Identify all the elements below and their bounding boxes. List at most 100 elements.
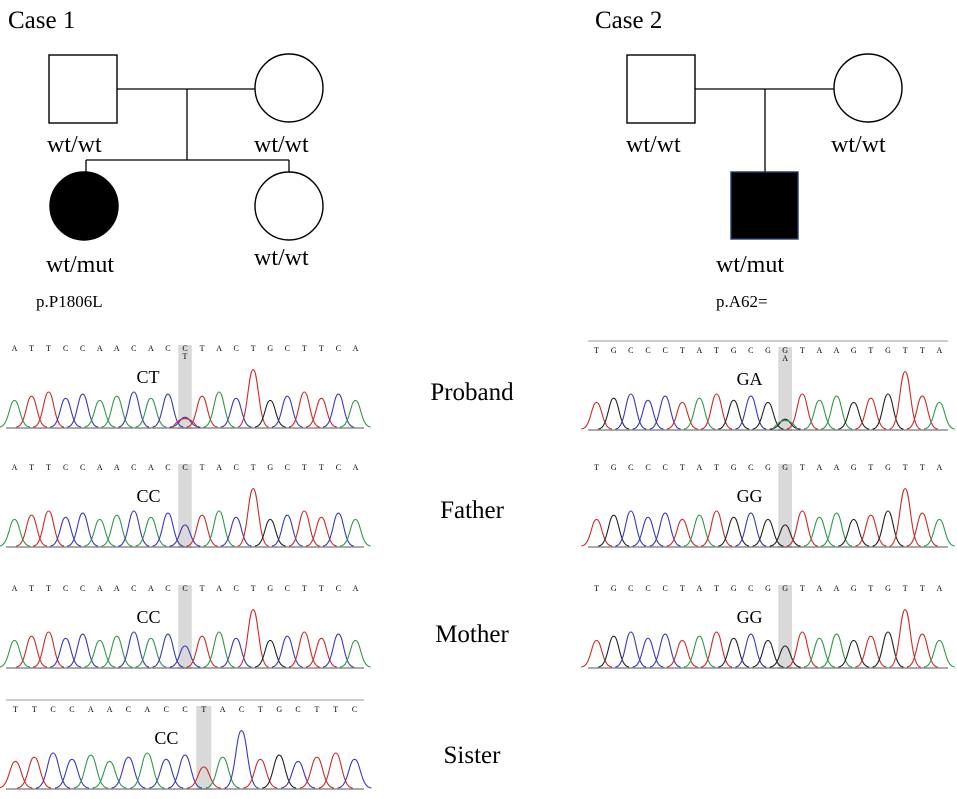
trace-peak xyxy=(152,393,184,428)
base-letter: G xyxy=(276,705,282,714)
trace-peak xyxy=(54,758,90,789)
trace-peak xyxy=(872,393,904,430)
base-letter: C xyxy=(50,705,55,714)
base-letter: C xyxy=(285,463,290,472)
trace-peak xyxy=(615,393,647,430)
base-letter: A xyxy=(817,584,823,593)
base-letter: T xyxy=(714,584,719,593)
base-letter: A xyxy=(937,584,943,593)
trace-peak xyxy=(271,395,303,428)
trace-peak xyxy=(769,524,801,547)
trace-peak xyxy=(683,635,716,668)
trace-peak xyxy=(339,518,371,547)
base-letter: G xyxy=(851,584,857,593)
base-letter: G xyxy=(851,346,857,355)
base-letter: T xyxy=(302,584,307,593)
base-letter: A xyxy=(12,344,18,353)
base-letter: C xyxy=(80,584,85,593)
case1-proband-symbol xyxy=(49,171,119,241)
base-letter: C xyxy=(165,344,170,353)
trace-peak xyxy=(855,397,887,430)
base-letter: T xyxy=(868,346,873,355)
trace-peak xyxy=(718,399,750,430)
base-letter: C xyxy=(131,463,136,472)
base-letter: A xyxy=(12,584,18,593)
trace-peak xyxy=(649,512,681,547)
trace-peak xyxy=(16,514,48,547)
variant-position-highlight xyxy=(778,464,792,548)
base-letter: A xyxy=(216,344,222,353)
base-letter: A xyxy=(937,346,943,355)
base-letter: A xyxy=(834,346,840,355)
trace-peak xyxy=(322,633,354,668)
variant-position-highlight xyxy=(178,345,192,429)
base-letter: T xyxy=(594,463,599,472)
trace-peak xyxy=(322,393,354,428)
trace-peak xyxy=(769,645,801,668)
trace-peak xyxy=(67,393,99,428)
base-letter: C xyxy=(645,584,650,593)
base-letter: C xyxy=(748,346,753,355)
base-letter: T xyxy=(29,584,34,593)
trace-peak xyxy=(220,637,252,668)
trace-peak xyxy=(203,631,235,668)
trace-peak xyxy=(152,633,184,668)
base-letter: C xyxy=(80,463,85,472)
trace-peaks xyxy=(580,609,956,668)
trace-peak xyxy=(615,631,647,668)
trace-peak xyxy=(167,754,203,789)
trace-peak xyxy=(152,512,184,547)
trace-peak xyxy=(73,754,108,789)
base-letter: T xyxy=(29,463,34,472)
base-letter: A xyxy=(144,705,150,714)
base-letter: T xyxy=(868,463,873,472)
base-letter: G xyxy=(611,346,617,355)
trace-peak xyxy=(769,418,801,430)
base-letter: G xyxy=(611,463,617,472)
trace-peak xyxy=(203,510,235,547)
trace-peak xyxy=(288,631,320,668)
base-letter: A xyxy=(97,344,103,353)
trace-peaks xyxy=(0,730,372,789)
base-letter: C xyxy=(748,584,753,593)
base-letter: C xyxy=(182,705,187,714)
trace-peak xyxy=(615,510,647,547)
base-letter: T xyxy=(13,705,18,714)
base-letter: T xyxy=(920,584,925,593)
trace-peak xyxy=(855,635,887,668)
trace-peak xyxy=(67,633,99,668)
base-letter: C xyxy=(165,463,170,472)
trace-peak xyxy=(149,758,184,789)
base-letter: G xyxy=(611,584,617,593)
trace-peak xyxy=(889,371,921,430)
base-letter: T xyxy=(46,344,51,353)
trace-peaks xyxy=(580,371,956,430)
base-letter: A xyxy=(148,584,154,593)
base-letter: C xyxy=(628,463,633,472)
trace-peak xyxy=(50,637,82,668)
base-letter: G xyxy=(885,346,891,355)
trace-peak xyxy=(803,637,836,668)
trace-peak xyxy=(84,518,116,547)
trace-peak xyxy=(339,399,371,428)
base-letter: G xyxy=(267,463,273,472)
trace-peaks xyxy=(0,488,371,547)
trace-peak xyxy=(700,510,733,547)
row-labels: Proband Father Mother Sister xyxy=(430,379,514,769)
case1-pedigree: Case 1 wt/wt wt/wt wt/mut wt/wt p.P1806L xyxy=(8,7,324,311)
base-letter: G xyxy=(765,346,771,355)
trace-peak xyxy=(872,631,904,668)
base-letter: C xyxy=(163,705,168,714)
trace-peak xyxy=(17,756,52,789)
trace-peak xyxy=(111,756,146,789)
base-letter: C xyxy=(748,463,753,472)
trace-peak xyxy=(33,510,65,547)
trace-peak xyxy=(735,633,767,668)
trace-peak xyxy=(580,518,613,547)
row-label-father: Father xyxy=(440,497,505,524)
trace-peak xyxy=(101,635,133,668)
trace-peak xyxy=(322,512,354,547)
trace-peak xyxy=(33,391,65,428)
